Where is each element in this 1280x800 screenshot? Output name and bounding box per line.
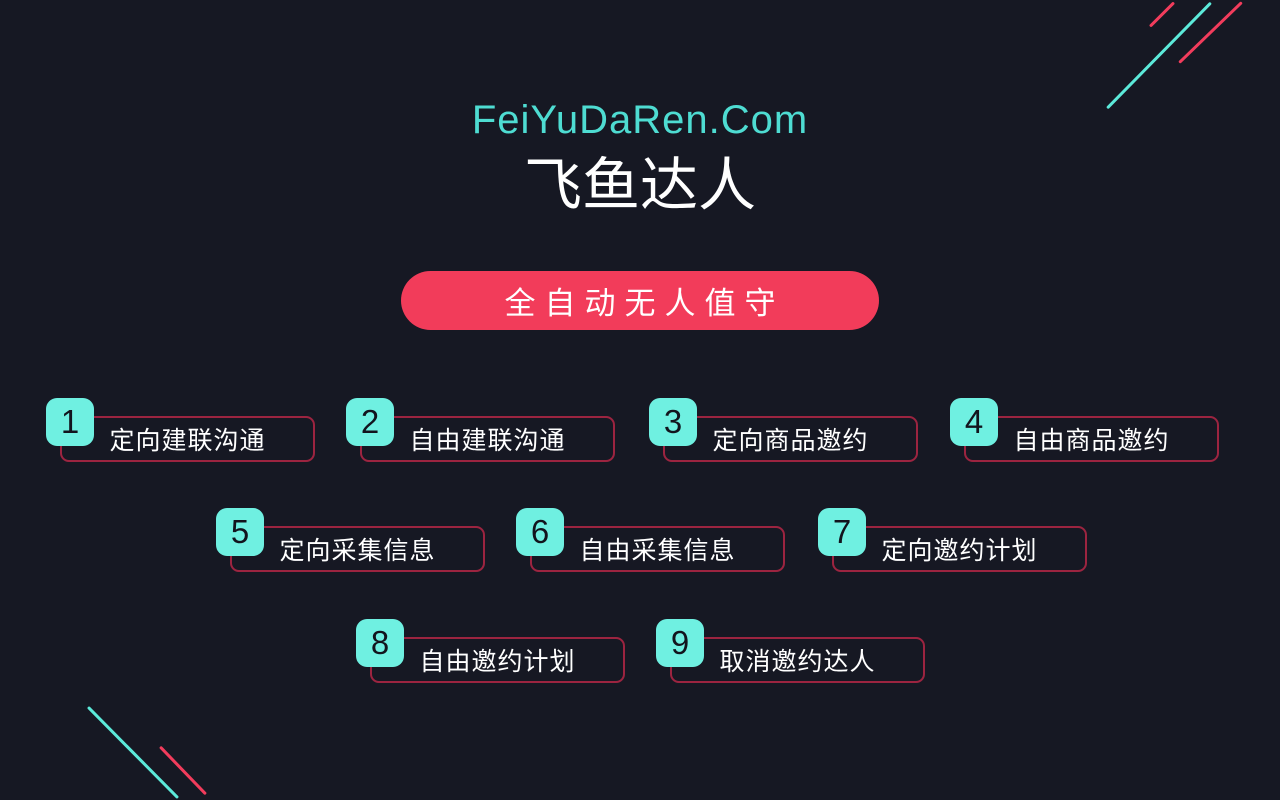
item-number-badge: 2 <box>346 398 394 446</box>
menu-item-targeted-invite-plan[interactable]: 7 定向邀约计划 <box>818 508 1087 572</box>
menu-item-cancel-invite[interactable]: 9 取消邀约达人 <box>656 619 925 683</box>
menu-item-targeted-collect-info[interactable]: 5 定向采集信息 <box>216 508 485 572</box>
menu-item-label: 自由邀约计划 <box>419 648 576 676</box>
app-title: 飞鱼达人 <box>523 153 756 218</box>
menu-item-label: 定向建联沟通 <box>109 427 266 455</box>
item-number: 3 <box>663 403 683 440</box>
item-number-badge: 3 <box>649 398 697 446</box>
item-number-badge: 8 <box>356 619 404 667</box>
auto-mode-banner-button[interactable]: 全自动无人值守 <box>401 271 879 330</box>
menu-item-free-invite-plan[interactable]: 8 自由邀约计划 <box>356 619 625 683</box>
menu-item-label: 定向商品邀约 <box>712 427 869 455</box>
item-number: 5 <box>230 513 250 550</box>
menu-item-free-product-invite[interactable]: 4 自由商品邀约 <box>950 398 1219 462</box>
menu-item-label: 取消邀约达人 <box>719 648 876 676</box>
menu-item-label: 自由商品邀约 <box>1013 427 1170 455</box>
menu-item-free-connect[interactable]: 2 自由建联沟通 <box>346 398 615 462</box>
site-url: FeiYuDaRen.Com <box>471 98 809 142</box>
item-number: 4 <box>964 403 984 440</box>
menu-item-label: 定向邀约计划 <box>881 537 1038 565</box>
item-number-badge: 4 <box>950 398 998 446</box>
item-number-badge: 6 <box>516 508 564 556</box>
item-number-badge: 7 <box>818 508 866 556</box>
item-number: 1 <box>60 403 80 440</box>
menu-item-targeted-product-invite[interactable]: 3 定向商品邀约 <box>649 398 918 462</box>
decor-diagonal-line-icon <box>1178 1 1243 64</box>
menu-item-label: 自由建联沟通 <box>409 427 566 455</box>
item-number-badge: 1 <box>46 398 94 446</box>
decor-diagonal-line-icon <box>1148 1 1176 28</box>
menu-item-label: 自由采集信息 <box>579 537 736 565</box>
menu-item-label: 定向采集信息 <box>279 537 436 565</box>
item-number-badge: 9 <box>656 619 704 667</box>
item-number: 6 <box>530 513 550 550</box>
item-number-badge: 5 <box>216 508 264 556</box>
menu-item-free-collect-info[interactable]: 6 自由采集信息 <box>516 508 785 572</box>
auto-mode-banner-label: 全自动无人值守 <box>504 286 785 321</box>
item-number: 8 <box>370 624 390 661</box>
menu-item-targeted-connect[interactable]: 1 定向建联沟通 <box>46 398 315 462</box>
item-number: 2 <box>360 403 380 440</box>
item-number: 7 <box>832 513 852 550</box>
item-number: 9 <box>670 624 690 661</box>
